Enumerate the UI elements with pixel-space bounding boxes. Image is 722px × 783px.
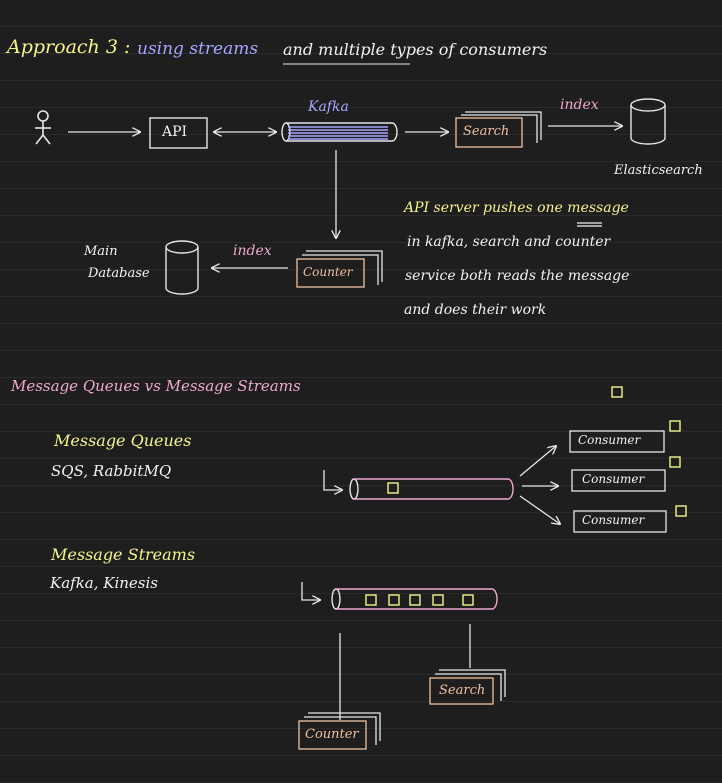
note-line-4: and does their work [404, 302, 547, 318]
kafka-pipe [281, 122, 398, 142]
section-title: Message Queues vs Message Streams [11, 377, 301, 395]
search-service-box [455, 111, 542, 148]
note-line-2: in kafka, search and counter [407, 234, 611, 250]
streams-title: Message Streams [51, 545, 196, 564]
queue-arrow-3 [519, 495, 560, 524]
counter-service-box [296, 250, 383, 288]
queues-examples: SQS, RabbitMQ [51, 462, 172, 480]
consumer-2-message [669, 456, 681, 468]
main-db-label-1: Main [84, 244, 118, 259]
heading-streams: using streams [137, 39, 259, 59]
consumer-box-1 [569, 430, 665, 453]
streams-examples: Kafka, Kinesis [50, 574, 159, 592]
api-box [149, 117, 208, 149]
index-label-top: index [560, 97, 599, 113]
counter-label-bottom: Counter [305, 727, 359, 742]
consumer-3-message [675, 505, 687, 517]
queue-input-arrow [323, 470, 342, 490]
search-label-bottom: Search [439, 683, 486, 698]
counter-label-top: Counter [303, 265, 353, 279]
main-database-icon [165, 240, 199, 295]
consumer-1-message [669, 420, 681, 432]
stream-pipe [331, 588, 498, 610]
consumer-label-1: Consumer [578, 433, 641, 447]
queue-message-floating [611, 386, 623, 398]
kafka-label: Kafka [308, 99, 349, 115]
note-line-3: service both reads the message [405, 268, 630, 284]
queues-title: Message Queues [54, 431, 192, 450]
queue-arrow-1 [519, 446, 556, 477]
main-db-label-2: Database [88, 266, 150, 281]
heading-tail: and multiple types of consumers [283, 40, 548, 59]
heading-prefix: Approach 3 : [7, 36, 131, 58]
elasticsearch-db-icon [630, 98, 666, 145]
search-label-top: Search [463, 124, 510, 139]
note-line-1: API server pushes one message [404, 200, 629, 216]
stream-input-arrow [301, 582, 320, 600]
user-icon [35, 110, 51, 145]
consumer-label-3: Consumer [582, 513, 645, 527]
stream-search-box [429, 669, 506, 705]
api-label: API [162, 124, 188, 140]
queue-pipe [349, 478, 514, 500]
consumer-label-2: Consumer [582, 472, 645, 486]
stream-counter-box [298, 712, 381, 750]
elasticsearch-label: Elasticsearch [614, 163, 703, 178]
consumer-box-2 [571, 469, 666, 492]
index-label-db: index [233, 243, 272, 259]
consumer-box-3 [573, 510, 667, 533]
